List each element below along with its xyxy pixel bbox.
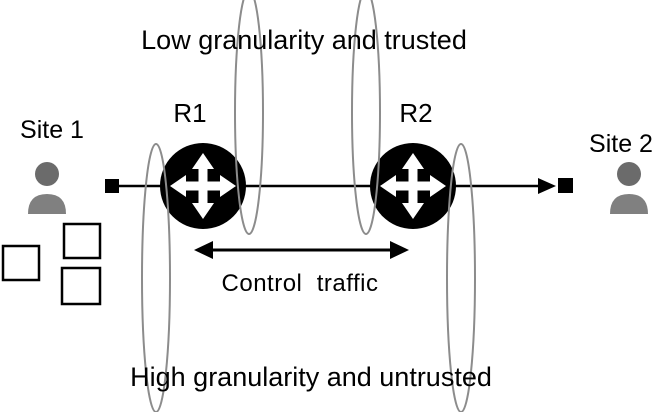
trusted-zone-ellipse-r2	[351, 0, 381, 235]
router-r1-icon	[160, 143, 246, 229]
packet-square-2	[1, 244, 41, 282]
main-path-arrowhead	[538, 178, 556, 194]
untrusted-zone-ellipse-r2	[446, 143, 476, 412]
untrusted-zone-ellipse-r1	[141, 143, 171, 412]
site1-user-icon	[28, 162, 66, 214]
top-zone-label: Low granularity and trusted	[141, 25, 467, 55]
control-arrowhead-left	[194, 241, 213, 259]
site2-endpoint-square	[558, 178, 573, 193]
packet-square-1	[62, 222, 102, 260]
trusted-zone-ellipse-r1	[234, 0, 264, 235]
control-traffic-arrow	[194, 241, 409, 259]
router-r1-label: R1	[173, 98, 207, 128]
packet-square-3	[60, 266, 102, 306]
bottom-zone-label: High granularity and untrusted	[130, 362, 492, 392]
site1-packet-squares	[1, 222, 102, 306]
control-arrowhead-right	[390, 241, 409, 259]
control-traffic-label: Control traffic	[221, 270, 379, 297]
router-r2-icon	[370, 143, 456, 229]
router-r2-label: R2	[399, 98, 433, 128]
site1-label: Site 1	[20, 116, 84, 144]
site2-label: Site 2	[589, 130, 653, 158]
site2-user-icon	[610, 162, 648, 214]
